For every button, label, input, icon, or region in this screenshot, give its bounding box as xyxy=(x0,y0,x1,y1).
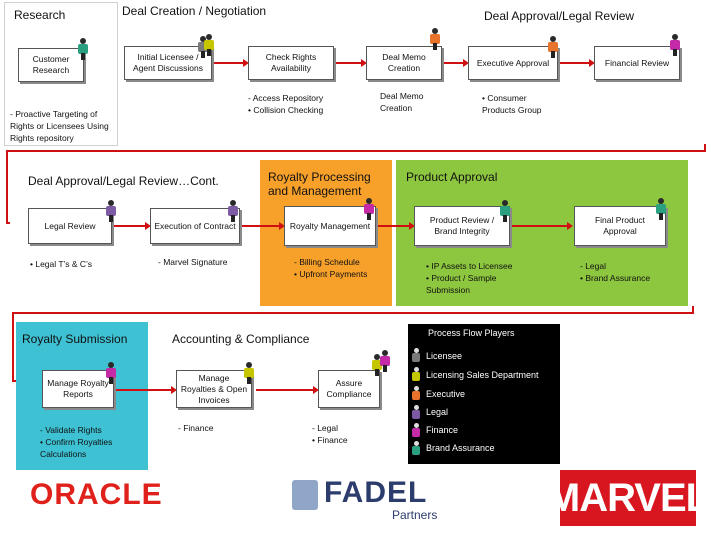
legal-person-icon xyxy=(106,200,116,222)
initial-licensee-box: Initial Licensee / Agent Discussions xyxy=(124,46,212,80)
execution-contract-box: Execution of Contract xyxy=(150,208,240,244)
executive-legend-icon xyxy=(412,386,420,402)
executive-note: • Consumer Products Group xyxy=(482,93,542,115)
legal-person-icon-3 xyxy=(372,354,382,376)
fadel-logo: FADEL Partners xyxy=(292,476,462,524)
marvel-logo: MARVEL xyxy=(547,470,710,526)
flow-wrap-line xyxy=(6,150,8,224)
manage-royalty-reports-box: Manage Royalty Reports xyxy=(42,370,114,408)
deal-memo-note: Deal Memo Creation xyxy=(380,91,424,113)
invoices-note: - Finance xyxy=(178,423,214,433)
legend-item-brand-assurance: Brand Assurance xyxy=(426,443,495,453)
legend-item-finance: Finance xyxy=(426,425,459,435)
flow-arrow xyxy=(116,386,177,394)
royalty-management-note: - Billing Schedule • Upfront Payments xyxy=(294,257,368,279)
flow-arrow xyxy=(512,222,573,230)
execution-note: - Marvel Signature xyxy=(158,257,228,267)
licensee-person-icon-2 xyxy=(106,362,116,384)
legal-legend-icon xyxy=(412,405,420,421)
royalty-reports-note: - Validate Rights • Confirm Royalties Ca… xyxy=(40,425,113,459)
licensee-person-icon xyxy=(78,38,88,60)
manage-royalties-invoices-box: Manage Royalties & Open Invoices xyxy=(176,370,252,408)
assure-compliance-box: Assure Compliance xyxy=(318,370,380,408)
flow-wrap-line xyxy=(12,312,694,314)
final-product-note: - Legal • Brand Assurance xyxy=(580,261,651,283)
research-note: - Proactive Targeting of Rights or Licen… xyxy=(10,109,109,143)
finance-person-icon-2 xyxy=(364,198,374,220)
product-approval-title: Product Approval xyxy=(406,170,498,184)
brand-person-icon-2 xyxy=(656,198,666,220)
legal-review-note: • Legal T’s & C’s xyxy=(30,259,93,269)
customer-research-box: Customer Research xyxy=(18,48,84,82)
deal-approval-title: Deal Approval/Legal Review xyxy=(484,9,635,23)
brand-assurance-legend-icon xyxy=(412,441,420,457)
sales-person-icon xyxy=(198,36,208,58)
oracle-logo: ORACLE xyxy=(30,478,163,511)
final-product-box: Final Product Approval xyxy=(574,206,666,246)
fadel-partners: Partners xyxy=(392,508,438,522)
legend-panel xyxy=(408,324,560,464)
flow-arrow xyxy=(214,59,249,67)
product-review-note: • IP Assets to Licensee • Product / Samp… xyxy=(426,261,513,295)
sales-person-icon-2 xyxy=(204,34,214,56)
deal-memo-box: Deal Memo Creation xyxy=(366,46,442,80)
flow-wrap-line xyxy=(704,144,706,152)
check-rights-box: Check Rights Availability xyxy=(248,46,334,80)
flow-wrap-line xyxy=(692,306,694,314)
finance-person-icon-4 xyxy=(380,350,390,372)
licensee-legend-icon xyxy=(412,348,420,364)
finance-person-icon xyxy=(670,34,680,56)
legal-review-box: Legal Review xyxy=(28,208,112,244)
royalty-submission-title: Royalty Submission xyxy=(22,332,128,346)
compliance-note: - Legal • Finance xyxy=(312,423,348,445)
flow-arrow xyxy=(114,222,151,230)
legend-item-legal: Legal xyxy=(426,407,449,417)
legal-person-icon-2 xyxy=(228,200,238,222)
accounting-title: Accounting & Compliance xyxy=(172,332,310,346)
flow-arrow xyxy=(336,59,367,67)
finance-legend-icon xyxy=(412,423,420,439)
flow-arrow xyxy=(444,59,469,67)
royalty-processing-title: Royalty Processing and Management xyxy=(268,170,371,198)
executive-approval-box: Executive Approval xyxy=(468,46,558,80)
deal-creation-title: Deal Creation / Negotiation xyxy=(122,4,267,18)
check-rights-note: - Access Repository • Collision Checking xyxy=(248,93,324,115)
flow-arrow xyxy=(378,222,415,230)
research-title: Research xyxy=(14,8,66,22)
flow-wrap-line xyxy=(6,150,706,152)
executive-person-icon xyxy=(430,28,440,50)
financial-review-box: Financial Review xyxy=(594,46,680,80)
product-review-box: Product Review / Brand Integrity xyxy=(414,206,510,246)
legal-review-cont-title: Deal Approval/Legal Review…Cont. xyxy=(28,174,219,188)
sales-legend-icon xyxy=(412,367,420,383)
fadel-mark-icon xyxy=(292,480,318,510)
legend-item-executive: Executive xyxy=(426,389,466,399)
flow-arrow xyxy=(560,59,595,67)
legend-title: Process Flow Players xyxy=(428,328,515,338)
executive-person-icon-2 xyxy=(548,36,558,58)
legend-item-licensing-sales: Licensing Sales Department xyxy=(426,370,539,380)
brand-person-icon xyxy=(500,200,510,222)
finance-person-icon-3 xyxy=(244,362,254,384)
flow-arrow xyxy=(256,386,319,394)
legend-item-licensee: Licensee xyxy=(426,351,463,361)
fadel-wordmark: FADEL xyxy=(324,476,428,509)
flow-wrap-line xyxy=(12,312,14,382)
flow-arrow xyxy=(242,222,285,230)
royalty-management-box: Royalty Management xyxy=(284,206,376,246)
